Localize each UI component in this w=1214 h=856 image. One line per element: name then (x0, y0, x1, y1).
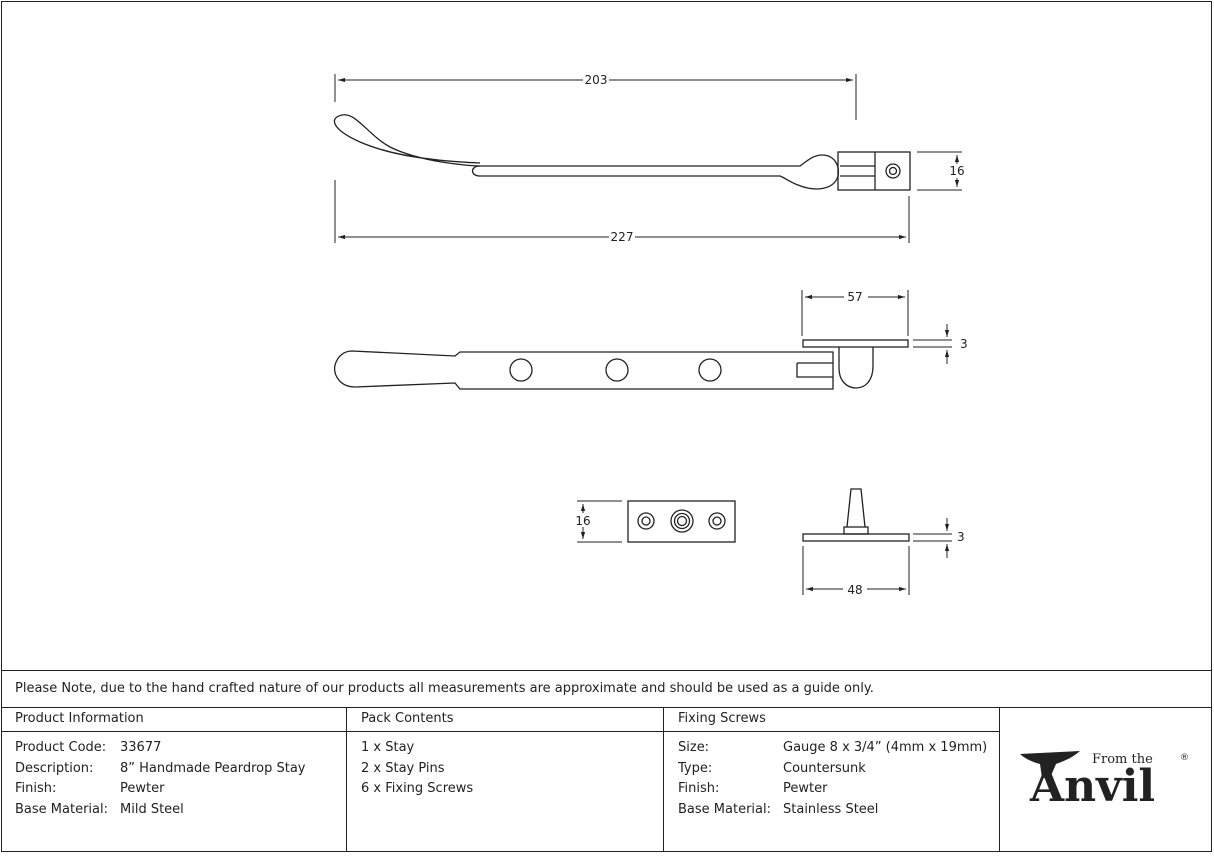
technical-drawing: 203 227 16 57 3 16 3 48 (333, 73, 968, 597)
plate-view (627, 500, 736, 543)
dim-label-203: 203 (585, 73, 608, 87)
side-view (334, 339, 909, 390)
product-info-heading: Product Information (1, 708, 346, 732)
screw-size: Gauge 8 x 3/4” (4mm x 19mm) (783, 740, 988, 755)
dim-label-3-pin: 3 (957, 530, 965, 544)
pin-view (802, 488, 910, 542)
product-finish: Pewter (120, 781, 165, 797)
divider (663, 708, 664, 852)
list-item: 1 x Stay (361, 740, 415, 755)
dim-label-3-side: 3 (960, 337, 968, 351)
pack-contents-heading: Pack Contents (347, 708, 663, 732)
stay-catch-top (837, 151, 911, 191)
info-row: Product Code:33677 (15, 740, 346, 761)
dim-label-227: 227 (611, 230, 634, 244)
screw-finish: Pewter (783, 781, 828, 797)
dim-label-57: 57 (847, 290, 862, 304)
info-row: Base Material:Stainless Steel (678, 802, 1000, 823)
product-code: 33677 (120, 740, 162, 755)
stay-hole-3 (698, 358, 722, 382)
dim-lines-pin (802, 518, 952, 595)
dim-lines-side (801, 290, 952, 364)
stay-arm-top (333, 114, 481, 167)
dim-label-48: 48 (847, 583, 862, 597)
product-info-panel: Product Information Product Code:33677 D… (1, 708, 346, 852)
info-row: Base Material:Mild Steel (15, 802, 346, 823)
logo-brand: Anvil (1029, 761, 1155, 812)
list-item: 2 x Stay Pins (361, 760, 445, 776)
dim-label-16-plate: 16 (575, 514, 590, 528)
logo-from-the: From the (1092, 752, 1153, 767)
info-row: Finish:Pewter (15, 781, 346, 802)
anvil-icon (1020, 751, 1080, 778)
stay-hole-1 (509, 358, 533, 382)
stay-pin-base (802, 533, 910, 542)
stay-pin-plate (627, 500, 736, 543)
measurement-note: Please Note, due to the hand crafted nat… (1, 670, 1212, 708)
divider (999, 708, 1000, 852)
screw-type: Countersunk (783, 760, 866, 776)
list-item: 6 x Fixing Screws (361, 781, 474, 797)
product-material: Mild Steel (120, 802, 184, 818)
pack-contents-panel: Pack Contents 1 x Stay 2 x Stay Pins 6 x… (347, 708, 663, 852)
top-view (333, 114, 911, 191)
product-description: 8” Handmade Peardrop Stay (120, 760, 306, 776)
screw-material: Stainless Steel (783, 802, 879, 818)
info-row: Type:Countersunk (678, 761, 1000, 782)
info-row: Description:8” Handmade Peardrop Stay (15, 761, 346, 782)
info-row: Size:Gauge 8 x 3/4” (4mm x 19mm) (678, 740, 1000, 761)
fixing-screws-panel: Fixing Screws Size:Gauge 8 x 3/4” (4mm x… (664, 708, 1000, 852)
catch-hole (885, 163, 901, 179)
dim-label-16-top: 16 (949, 164, 964, 178)
side-plate (802, 339, 909, 348)
from-the-anvil-logo: From the Anvil ® (1000, 708, 1212, 852)
divider (346, 708, 347, 852)
info-row: Finish:Pewter (678, 781, 1000, 802)
registered-mark: ® (1180, 753, 1189, 763)
stay-arm-side (334, 350, 834, 390)
fixing-screws-heading: Fixing Screws (664, 708, 1000, 732)
stay-hole-2 (605, 358, 629, 382)
